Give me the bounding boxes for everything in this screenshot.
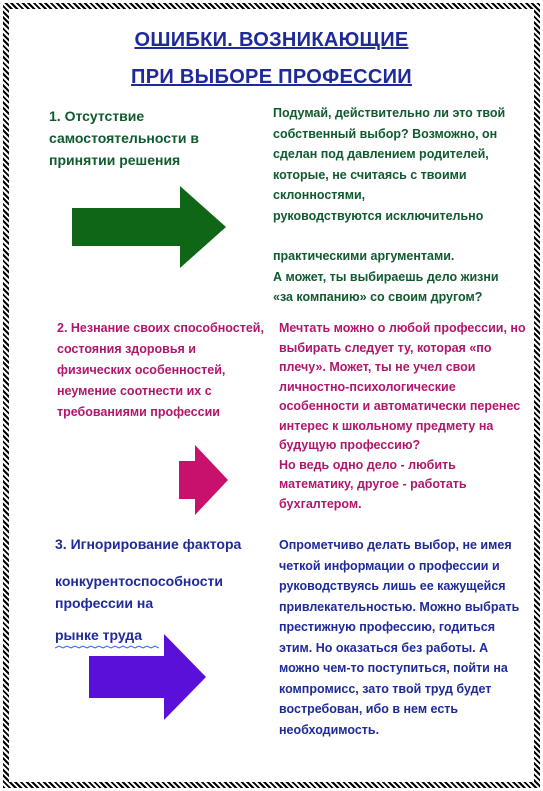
text-line: можно чем-то поступиться, пойти на xyxy=(279,661,508,675)
mistake-1-heading: 1. Отсутствие самостоятельности в принят… xyxy=(49,108,199,168)
page-title-line2: ПРИ ВЫБОРЕ ПРОФЕССИИ xyxy=(131,66,412,88)
text-line: компромисс, зато твой труд будет xyxy=(279,681,492,696)
mistake-2-heading: 2. Незнание своих способностей, состояни… xyxy=(57,321,264,419)
text-line: А может, ты выбираешь дело жизни xyxy=(273,269,499,284)
spellcheck-underline xyxy=(55,645,159,649)
text-line: Но ведь одно дело - любить xyxy=(279,457,456,472)
arrow-right-icon xyxy=(89,634,206,720)
text-line: математику, другое - работать xyxy=(279,477,467,491)
text-line: интерес к школьному предмету на xyxy=(279,418,494,433)
text-line: Опрометчиво делать выбор, не имея xyxy=(279,538,512,552)
mistake-3-heading: 3. Игнорирование фактора xyxy=(55,536,242,552)
text-line: этим. Но оказаться без работы. А xyxy=(279,640,489,655)
arrow-right-icon xyxy=(179,445,228,515)
text-line: востребован, ибо в нем есть xyxy=(279,702,459,716)
text-line: Мечтать можно о любой профессии, но xyxy=(279,321,526,335)
text-line: склонностями, xyxy=(273,188,366,202)
text-line: выбирать следует ту, которая «по xyxy=(279,340,492,355)
mistake-3-heading-end: рынке труда xyxy=(55,627,142,643)
text-line: личностно-психологические xyxy=(279,379,456,394)
text-line: практическими аргументами. xyxy=(273,249,455,263)
mistake-3-heading-continued: конкурентоспособности профессии на xyxy=(55,573,223,611)
text-line: руководствуясь лишь ее кажущейся xyxy=(279,579,506,593)
text-line: четкой информации о профессии и xyxy=(279,558,500,573)
text-line: бухгалтером. xyxy=(279,496,362,511)
mistake-1-explanation: Подумай, действительно ли это твой собст… xyxy=(273,103,538,226)
text-line: руководствуются исключительно xyxy=(273,208,484,223)
page-title-line1: ОШИБКИ. ВОЗНИКАЮЩИЕ xyxy=(134,29,409,51)
mistake-2-explanation: Мечтать можно о любой профессии, но выби… xyxy=(279,319,538,514)
text-line: престижную профессию, годиться xyxy=(279,620,496,634)
mistake-1-explanation-continued: практическими аргументами. А может, ты в… xyxy=(273,246,538,308)
text-line: необходимость. xyxy=(279,722,380,737)
text-line: «за компанию» со своим другом? xyxy=(273,290,483,304)
text-line: привлекательностью. Можно выбрать xyxy=(279,599,520,614)
text-line: собственный выбор? Возможно, он xyxy=(273,126,498,141)
text-line: которые, не считаясь с твоими xyxy=(273,167,467,182)
text-line: будущую профессию? xyxy=(279,438,421,452)
text-line: особенности и автоматически перенес xyxy=(279,399,521,413)
mistake-3-explanation: Опрометчиво делать выбор, не имея четкой… xyxy=(279,535,538,740)
text-line: плечу». Может, ты не учел свои xyxy=(279,360,476,374)
text-line: Подумай, действительно ли это твой xyxy=(273,106,506,120)
text-line: сделан под давлением родителей, xyxy=(273,147,489,161)
arrow-right-icon xyxy=(72,186,226,268)
